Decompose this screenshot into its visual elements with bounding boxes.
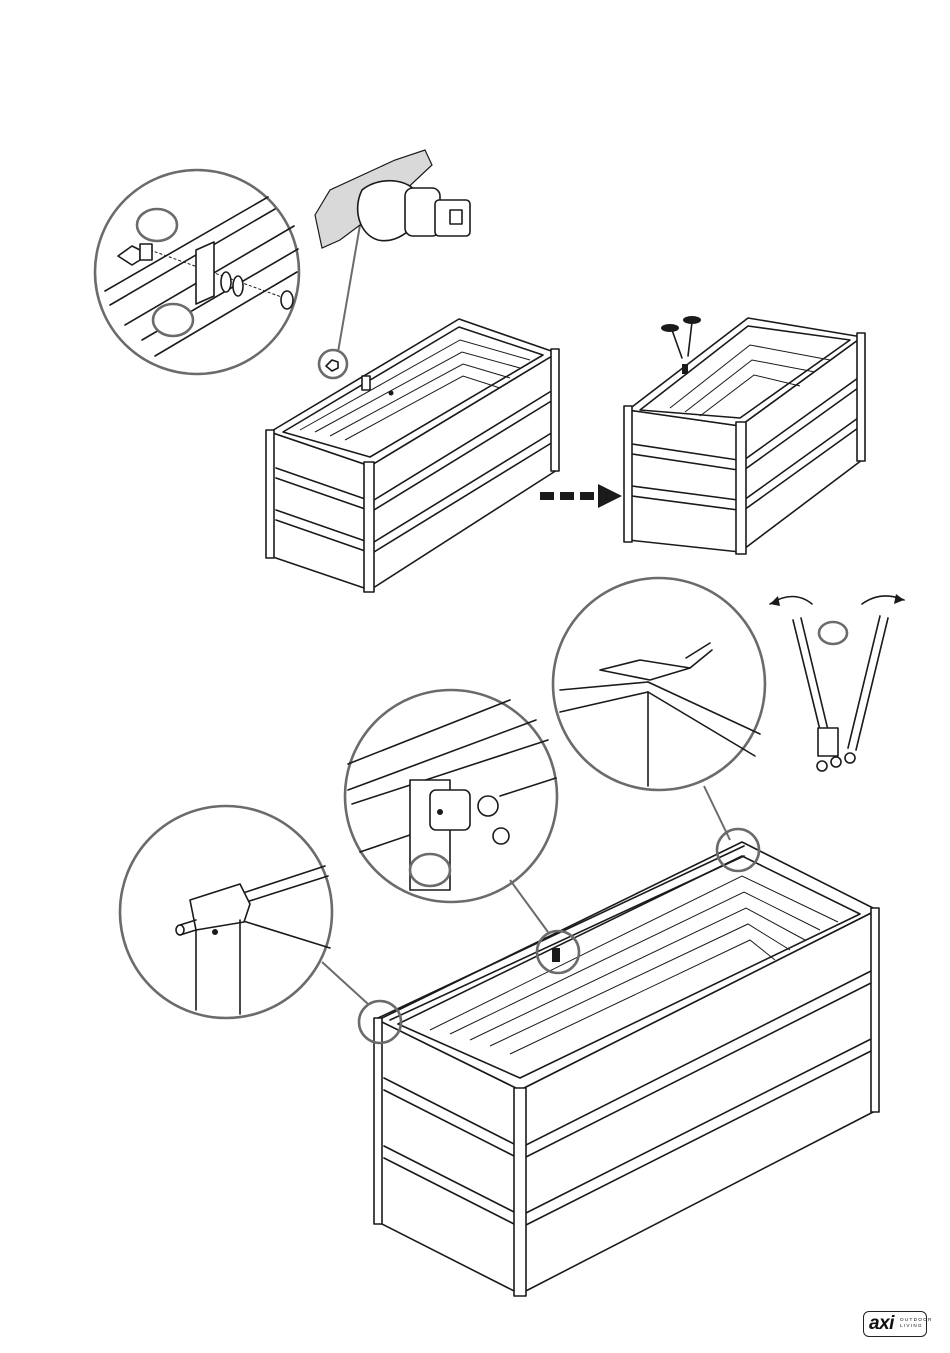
brand-tagline-line-2: LIVING xyxy=(900,1323,923,1328)
callout-line xyxy=(338,225,360,352)
hinge-rotation-diagram xyxy=(770,594,904,771)
dashed-right-arrow-icon xyxy=(540,484,622,508)
brand-tagline-line-1: OUTDOOR xyxy=(900,1317,933,1322)
label-circle xyxy=(410,854,450,886)
brand-logo: axi OUTDOOR LIVING xyxy=(863,1311,927,1337)
planter-step-b xyxy=(624,316,865,554)
zoom-corner-connector xyxy=(553,578,765,790)
wing-bolt-large xyxy=(315,150,470,248)
zoom-left-corner xyxy=(120,806,332,1018)
zoom-hinge-bolt xyxy=(345,690,557,902)
callout-line xyxy=(322,962,368,1004)
label-circle xyxy=(137,209,177,241)
hardware-detail-small xyxy=(319,350,347,378)
label-circle xyxy=(819,622,847,644)
zoom-bracket-exploded xyxy=(95,170,299,374)
label-circle xyxy=(153,304,193,336)
planter-step-a xyxy=(266,319,559,592)
brand-tagline: OUTDOOR LIVING xyxy=(900,1317,933,1329)
planter-final xyxy=(374,842,879,1296)
callout-line xyxy=(510,880,548,932)
brand-mark: axi xyxy=(869,1313,894,1335)
